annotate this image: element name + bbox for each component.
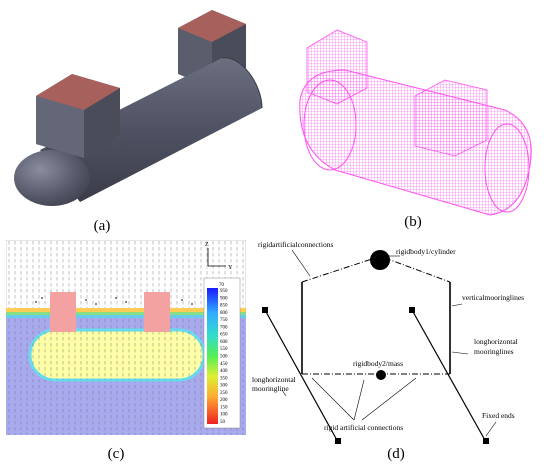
legend-label: 50 xyxy=(220,420,226,425)
label-fixed-ends: Fixed ends xyxy=(482,411,515,420)
legend-label: 750 xyxy=(220,318,228,323)
legend-labels: 950 900 850 800 750 700 650 600 550 500 450 400 350 3… xyxy=(220,289,228,425)
mooring-line-left xyxy=(264,309,339,443)
cylinder-body xyxy=(40,57,263,203)
legend-label: 350 xyxy=(220,376,228,381)
legend-label: 800 xyxy=(220,311,228,316)
legend-colorbar xyxy=(207,288,218,424)
caption-d: (d) xyxy=(387,446,405,462)
rigid-body-2-mass xyxy=(376,370,386,380)
axis-z-label: Z xyxy=(205,242,209,248)
caption-c: (c) xyxy=(107,446,125,462)
label-mass: rigidbody2/mass xyxy=(353,359,403,368)
panel-a-hull-render xyxy=(14,10,263,206)
label-right-horizontal-1: longhorizontal xyxy=(474,337,518,346)
label-right-horizontal-2: mooringlines xyxy=(474,347,514,356)
legend-label: 200 xyxy=(220,398,228,403)
connection-left-top xyxy=(301,257,376,283)
legend-label: 100 xyxy=(220,413,228,418)
legend-label: 650 xyxy=(220,333,228,338)
label-top-left: rigidartificialconnections xyxy=(258,240,333,249)
legend-label: 950 xyxy=(220,289,228,294)
mooring-line-right xyxy=(411,309,487,443)
caption-a: (a) xyxy=(93,218,111,234)
label-right-vertical: verticalmooringlines xyxy=(462,293,524,302)
legend-label: 700 xyxy=(220,325,228,330)
anchor-right-bottom xyxy=(483,438,489,444)
anchor-left-top xyxy=(262,307,268,313)
rigid-body-1-cylinder xyxy=(370,250,390,270)
anchor-right-top xyxy=(409,307,415,313)
legend-label: 400 xyxy=(220,369,228,374)
legend-label: 850 xyxy=(220,304,228,309)
anchor-left-bottom xyxy=(335,438,341,444)
legend-label: 300 xyxy=(220,384,228,389)
mesh-front-box xyxy=(414,79,488,157)
legend-label: 500 xyxy=(220,355,228,360)
front-cap xyxy=(14,150,90,206)
tower-left xyxy=(50,292,76,332)
panel-d-schematic: rigidartificialconnections rigidbody1/cy… xyxy=(252,240,524,444)
label-left-horizontal-1: longhorizontal xyxy=(252,375,296,384)
label-left-horizontal-2: mooringline xyxy=(252,384,289,393)
caption-b: (b) xyxy=(404,214,422,230)
legend-header: 70 xyxy=(219,283,225,288)
connection-right-top xyxy=(384,257,451,283)
legend-label: 250 xyxy=(220,391,228,396)
legend-label: 450 xyxy=(220,362,228,367)
label-top-right: rigidbody1/cylinder xyxy=(396,247,456,256)
tower-right xyxy=(144,292,170,332)
axis-y-label: Y xyxy=(228,265,233,271)
panel-c-simulation: Z Y 70 950 900 850 800 750 700 650 600 550 500 450… xyxy=(6,240,246,435)
front-box xyxy=(36,74,120,158)
panel-b-mesh-render xyxy=(299,29,532,216)
legend-label: 600 xyxy=(220,340,228,345)
legend-label: 550 xyxy=(220,347,228,352)
axis-triad xyxy=(207,248,226,267)
legend-label: 900 xyxy=(220,296,228,301)
label-bottom-connections: rigid artificial connections xyxy=(324,423,403,432)
legend-label: 150 xyxy=(220,405,228,410)
